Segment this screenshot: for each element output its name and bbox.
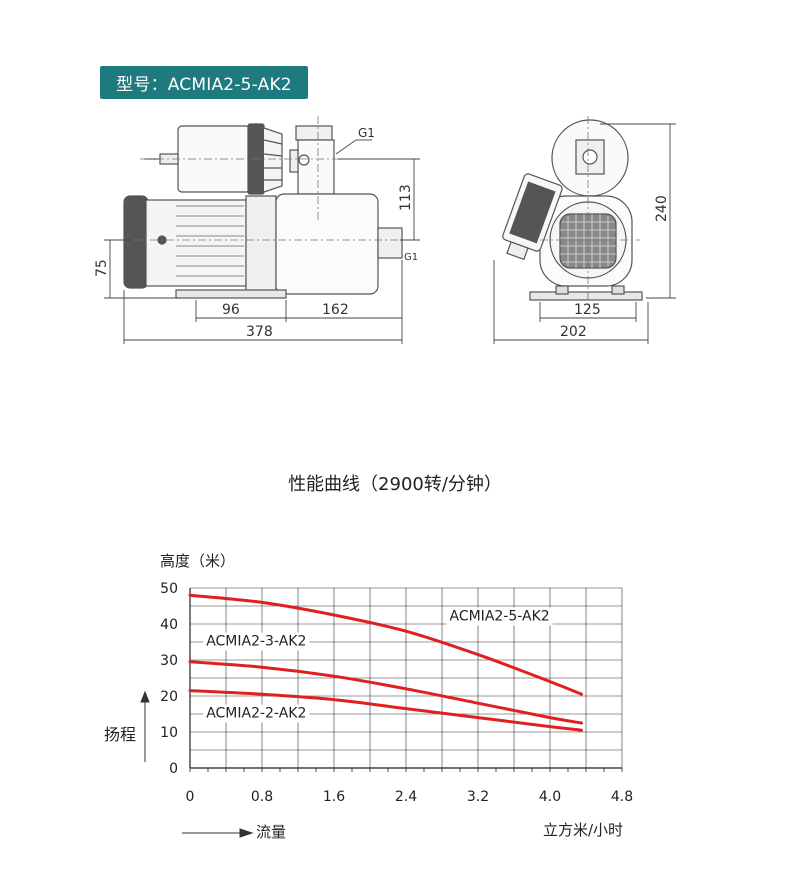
- x-tick-label: 3.2: [467, 789, 489, 805]
- dim-240: 240: [654, 195, 670, 222]
- series-label-background: [203, 632, 310, 651]
- y-axis-side-label: 扬程: [104, 725, 136, 744]
- chart-ticks: 0 0.8 1.6 2.4 3.2 4.0 4.8 0 10 20 30 40 50: [160, 581, 633, 805]
- dim-113: 113: [398, 184, 414, 211]
- chart-labels: 高度（米） 扬程 流量 立方米/小时: [104, 552, 623, 841]
- chart-grid: [190, 587, 623, 768]
- dim-75: 75: [94, 259, 110, 277]
- series-line-2: [188, 660, 583, 725]
- series-label-background: [203, 704, 310, 723]
- outlet-body: [297, 139, 335, 195]
- dim-378: 378: [246, 324, 273, 340]
- y-tick-label: 50: [160, 581, 178, 597]
- y-tick-label: 0: [169, 761, 178, 777]
- series-label-3: ACMIA2-2-AK2: [206, 706, 306, 722]
- x-tick-label: 0: [186, 789, 195, 805]
- y-tick-label: 20: [160, 689, 178, 705]
- dim-96: 96: [222, 302, 240, 318]
- section-title: 性能曲线（2900转/分钟）: [288, 474, 502, 495]
- y-tick-label: 30: [160, 653, 178, 669]
- series-label-1: ACMIA2-5-AK2: [450, 608, 550, 624]
- x-tick-label: 2.4: [395, 789, 417, 805]
- series-line-1: [188, 593, 583, 696]
- dim-162: 162: [322, 302, 349, 318]
- x-tick-label: 4.0: [539, 789, 561, 805]
- x-flow-arrow-head: [239, 828, 254, 838]
- y-side-arrow-head: [140, 690, 150, 703]
- performance-chart: 0 0.8 1.6 2.4 3.2 4.0 4.8 0 10 20 30 40 50 ACMIA2-5-…: [104, 552, 633, 841]
- pump-body: [275, 193, 379, 295]
- y-axis-title: 高度（米）: [160, 552, 235, 570]
- x-axis-flow-label: 流量: [256, 823, 286, 841]
- outlet-fitting: [295, 125, 333, 141]
- series-label-background: [446, 607, 553, 626]
- dim-125: 125: [574, 302, 601, 318]
- front-base: [529, 291, 643, 301]
- y-tick-label: 40: [160, 617, 178, 633]
- motor-end-cap: [123, 195, 149, 289]
- base-plate: [175, 289, 287, 299]
- chart-axes: [189, 588, 623, 772]
- dim-202: 202: [560, 324, 587, 340]
- model-label: 型号：ACMIA2-5-AK2: [116, 75, 292, 95]
- label-g1-side: G1: [404, 252, 418, 263]
- x-axis-unit-label: 立方米/小时: [543, 821, 623, 839]
- control-box-ribs: [263, 127, 283, 193]
- series-line-3: [188, 689, 583, 732]
- label-g1-top: G1: [358, 126, 375, 140]
- dimension-drawing: G1 G1 113 75 96 162 378: [94, 116, 676, 344]
- x-tick-label: 4.8: [611, 789, 633, 805]
- model-badge: 型号：ACMIA2-5-AK2: [100, 66, 308, 99]
- pump-flange: [245, 195, 277, 293]
- x-tick-label: 0.8: [251, 789, 273, 805]
- y-tick-label: 10: [160, 725, 178, 741]
- x-tick-label: 1.6: [323, 789, 345, 805]
- series-label-2: ACMIA2-3-AK2: [206, 634, 306, 650]
- inlet-fitting: [377, 227, 403, 259]
